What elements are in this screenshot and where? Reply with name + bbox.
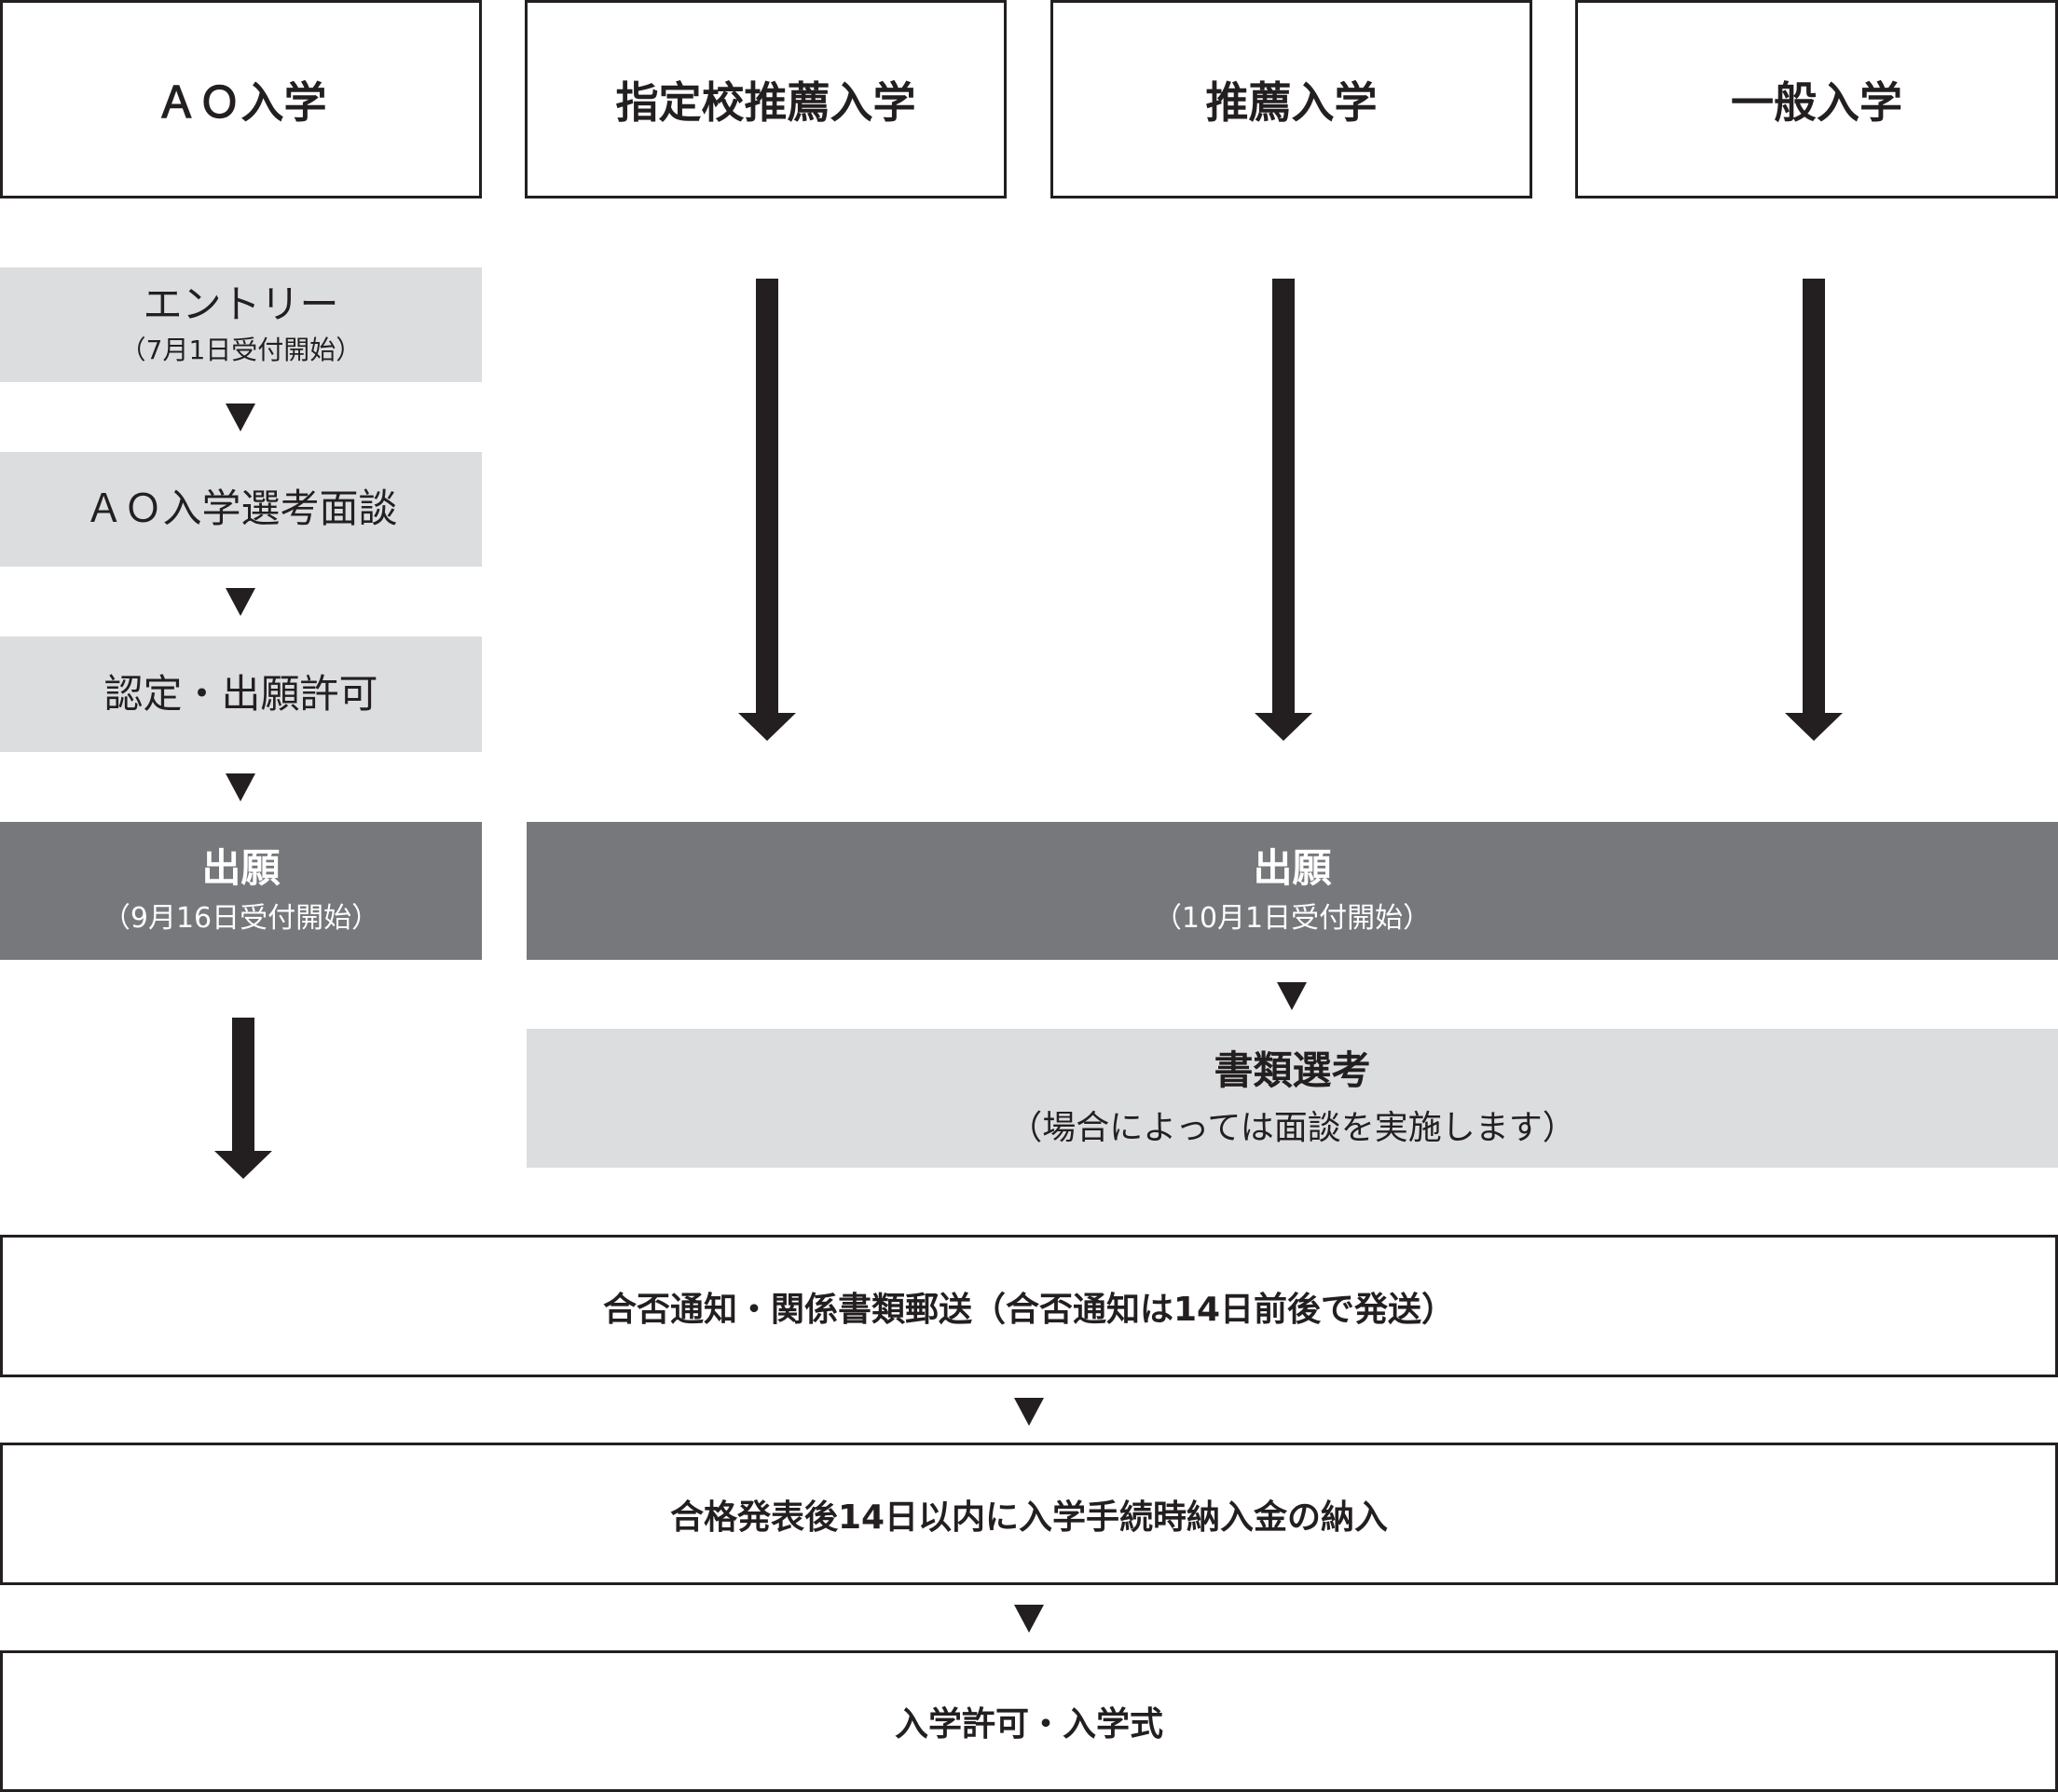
ao-application-title: 出願 (201, 844, 281, 891)
down-triangle-icon (1277, 982, 1307, 1010)
down-arrow-icon (214, 1018, 272, 1179)
ao-entry-title: エントリー (143, 281, 339, 328)
admission-ceremony-step: 入学許可・入学式 (0, 1650, 2058, 1792)
header-general-label: 一般入学 (1731, 76, 1902, 128)
header-designated-school-recommendation: 指定校推薦入学 (525, 0, 1007, 198)
down-arrow-icon (1785, 279, 1843, 741)
down-arrow-icon (738, 279, 796, 741)
ao-application-note: （9月16日受付開始） (102, 902, 380, 936)
ao-approval-title: 認定・出願許可 (103, 670, 378, 717)
ao-entry-note: （7月1日受付開始） (119, 334, 363, 365)
payment-label: 合格発表後14日以内に入学手続時納入金の納入 (669, 1498, 1389, 1537)
result-notification-step: 合否通知・関係書類郵送（合否通知は14日前後で発送） (0, 1235, 2058, 1377)
header-designated-label: 指定校推薦入学 (615, 76, 916, 128)
down-triangle-icon (226, 588, 255, 616)
ao-application-step: 出願 （9月16日受付開始） (0, 822, 482, 960)
screening-title: 書類選考 (1214, 1047, 1371, 1094)
header-ao-label: ＡＯ入学 (155, 76, 327, 128)
screening-note: （場合によっては面談を実施します） (1008, 1108, 1576, 1147)
ao-approval-step: 認定・出願許可 (0, 636, 482, 752)
header-general-admission: 一般入学 (1575, 0, 2058, 198)
down-triangle-icon (1014, 1605, 1044, 1633)
down-triangle-icon (1014, 1398, 1044, 1426)
down-triangle-icon (226, 404, 255, 431)
header-recommendation-admission: 推薦入学 (1050, 0, 1532, 198)
application-title: 出願 (1253, 844, 1332, 891)
down-arrow-icon (1255, 279, 1312, 741)
ao-entry-step: エントリー （7月1日受付開始） (0, 267, 482, 382)
ao-interview-step: ＡＯ入学選考面談 (0, 452, 482, 567)
recommendation-general-application-step: 出願 （10月1日受付開始） (527, 822, 2058, 960)
enrollment-payment-step: 合格発表後14日以内に入学手続時納入金の納入 (0, 1443, 2058, 1585)
header-recommended-label: 推薦入学 (1205, 76, 1378, 128)
ao-interview-title: ＡＯ入学選考面談 (84, 486, 398, 532)
application-note: （10月1日受付開始） (1153, 902, 1432, 936)
header-ao-admission: ＡＯ入学 (0, 0, 482, 198)
down-triangle-icon (226, 773, 255, 801)
admission-label: 入学許可・入学式 (894, 1705, 1163, 1744)
document-screening-step: 書類選考 （場合によっては面談を実施します） (527, 1029, 2058, 1168)
notification-label: 合否通知・関係書類郵送（合否通知は14日前後で発送） (602, 1290, 1456, 1329)
